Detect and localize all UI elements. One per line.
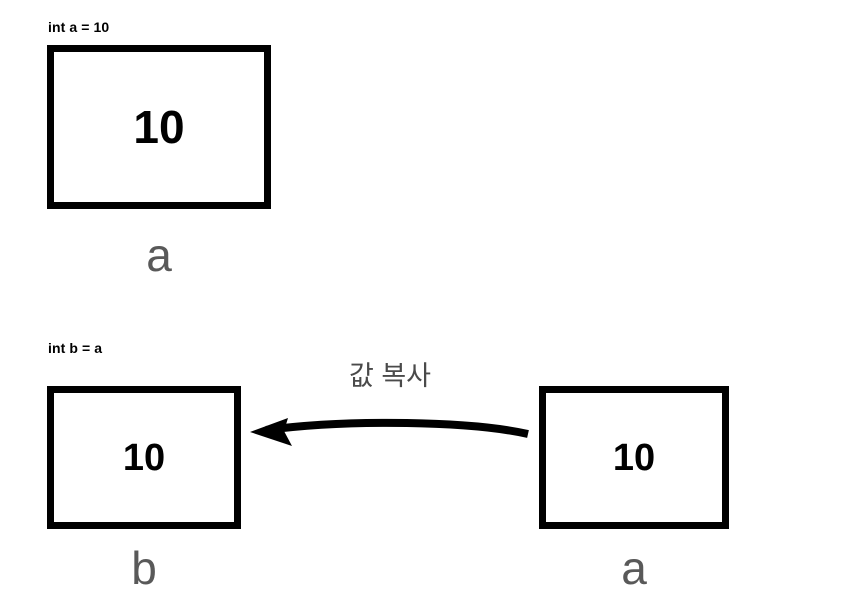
variable-box-a-bottom: 10: [539, 386, 729, 529]
variable-caption-b: b: [131, 542, 157, 594]
copy-annotation-label: 값 복사: [348, 361, 432, 391]
variable-caption-a-top: a: [146, 229, 172, 281]
variable-value-b: 10: [122, 436, 166, 479]
variable-caption-a-bottom: a: [621, 542, 647, 594]
variable-value-a-top: 10: [133, 101, 185, 153]
variable-value-a-bottom: 10: [612, 436, 656, 479]
value-copy-arrow-icon: [250, 418, 529, 446]
variable-box-a-top: 10: [47, 45, 271, 209]
code-label-declare-a: int a = 10: [48, 19, 110, 35]
variable-box-b: 10: [47, 386, 241, 529]
code-label-declare-b: int b = a: [48, 340, 103, 356]
